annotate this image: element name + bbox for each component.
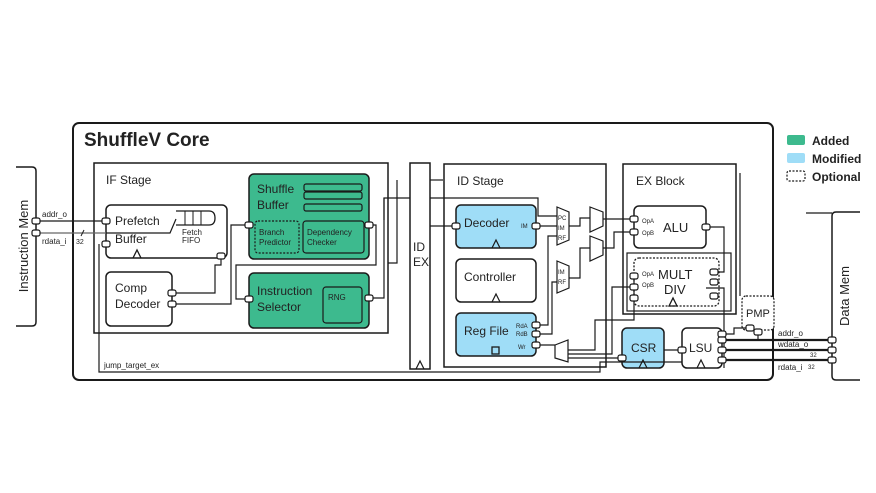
svg-text:Dependency: Dependency [307,228,352,237]
dmem-rdata-width: 32 [808,365,815,371]
svg-text:Instruction: Instruction [257,284,312,298]
svg-text:RF: RF [558,280,566,286]
fwd-mux-b [589,235,604,262]
svg-text:ALU: ALU [663,220,688,235]
svg-text:DIV: DIV [664,282,686,297]
instruction-mem: Instruction Mem [16,166,37,327]
pmp: PMP [741,295,775,331]
if-stage-label: IF Stage [106,173,152,187]
imem-addr-label: addr_o [42,210,67,219]
reg-file: Reg File RdA RdB Wr [455,312,537,357]
svg-text:Buffer: Buffer [115,232,147,246]
operand-mux-b: IM RF [556,260,570,294]
svg-text:IM: IM [558,226,565,232]
svg-text:IM: IM [558,270,565,276]
core-box [72,122,774,381]
data-mem-label: Data Mem [837,266,852,326]
alu: OpA OpB ALU [633,205,707,249]
shuffle-buffer: Shuffle Buffer Branch Predictor Dependen… [248,173,370,260]
svg-text:Decoder: Decoder [115,297,160,311]
svg-text:Buffer: Buffer [257,198,289,212]
id-stage-label: ID Stage [457,174,504,188]
svg-text:Controller: Controller [464,270,516,284]
svg-text:Selector: Selector [257,300,301,314]
data-mem: Data Mem [831,211,860,381]
svg-text:OpB: OpB [642,231,654,237]
legend-swatch-modified [787,153,805,163]
svg-text:Shuffle: Shuffle [257,182,294,196]
if-stage: IF Stage Prefetch Buffer Fetch FIFO Comp… [93,162,389,334]
ex-block-label: EX Block [636,174,686,188]
branch-predictor: Branch Predictor [254,220,300,254]
svg-text:RNG: RNG [328,293,346,302]
operand-mux-a: PC IM RF [556,206,570,246]
svg-text:Comp: Comp [115,281,147,295]
dmem-rdata-label: rdata_i [778,363,803,372]
svg-text:Branch: Branch [259,228,284,237]
legend-swatch-added [787,135,805,145]
lsu: LSU [681,327,723,369]
svg-text:IM: IM [521,224,528,230]
legend-label-modified: Modified [812,152,861,166]
legend-label-optional: Optional [812,170,861,184]
svg-text:MULT: MULT [658,267,692,282]
wires [36,173,832,373]
writeback-mux [554,339,569,363]
svg-text:RF: RF [558,236,566,242]
id-ex-register: ID EX [409,162,431,370]
svg-text:LSU: LSU [689,341,712,355]
svg-text:Checker: Checker [307,238,337,247]
svg-text:EX: EX [413,255,429,269]
controller: Controller [455,258,537,303]
fetch-fifo: Fetch FIFO [176,210,216,245]
svg-text:PMP: PMP [746,308,770,320]
dmem-wdata-width: 32 [810,353,817,359]
dmem-addr-label: addr_o [778,329,803,338]
rng-block [322,286,363,324]
csr: CSR [621,327,665,369]
legend-label-added: Added [812,134,849,148]
prefetch-buffer: Prefetch Buffer [105,204,228,259]
svg-text:FIFO: FIFO [182,236,200,245]
instruction-mem-label: Instruction Mem [16,200,31,292]
legend-swatch-optional [786,170,806,182]
svg-text:Reg File: Reg File [464,324,509,338]
svg-text:Prefetch: Prefetch [115,214,160,228]
imem-width-label: 32 [76,239,84,246]
svg-text:ID: ID [413,240,425,254]
clock-icon [132,248,142,259]
comp-decoder: Comp Decoder [105,271,173,327]
svg-text:OpA: OpA [642,219,654,225]
svg-text:RdB: RdB [516,332,528,338]
dmem-wdata-label: wdata_o [777,340,809,349]
imem-rdata-label: rdata_i [42,237,67,246]
id-stage: ID Stage Decoder IM Controller Reg File … [443,163,607,368]
svg-text:Wr: Wr [518,345,526,351]
svg-text:RdA: RdA [516,324,528,330]
jump-target-label: jump_target_ex [103,361,159,370]
core-title: ShuffleV Core [84,130,210,151]
svg-text:PC: PC [558,216,567,222]
svg-text:OpB: OpB [642,283,654,289]
svg-text:Fetch: Fetch [182,228,202,237]
legend: Added Modified Optional [786,134,861,184]
decoder: Decoder IM [455,204,537,249]
svg-text:Decoder: Decoder [464,216,509,230]
svg-text:Predictor: Predictor [259,238,291,247]
mult-div: OpA OpB MULT DIV [633,257,720,307]
fwd-mux-a [589,206,604,233]
svg-text:CSR: CSR [631,341,657,355]
instruction-selector: Instruction Selector RNG [248,272,370,329]
ex-block: EX Block OpA OpB ALU OpA OpB MULT DIV [622,163,737,315]
dependency-checker: Dependency Checker [302,220,365,254]
svg-text:OpA: OpA [642,272,654,278]
